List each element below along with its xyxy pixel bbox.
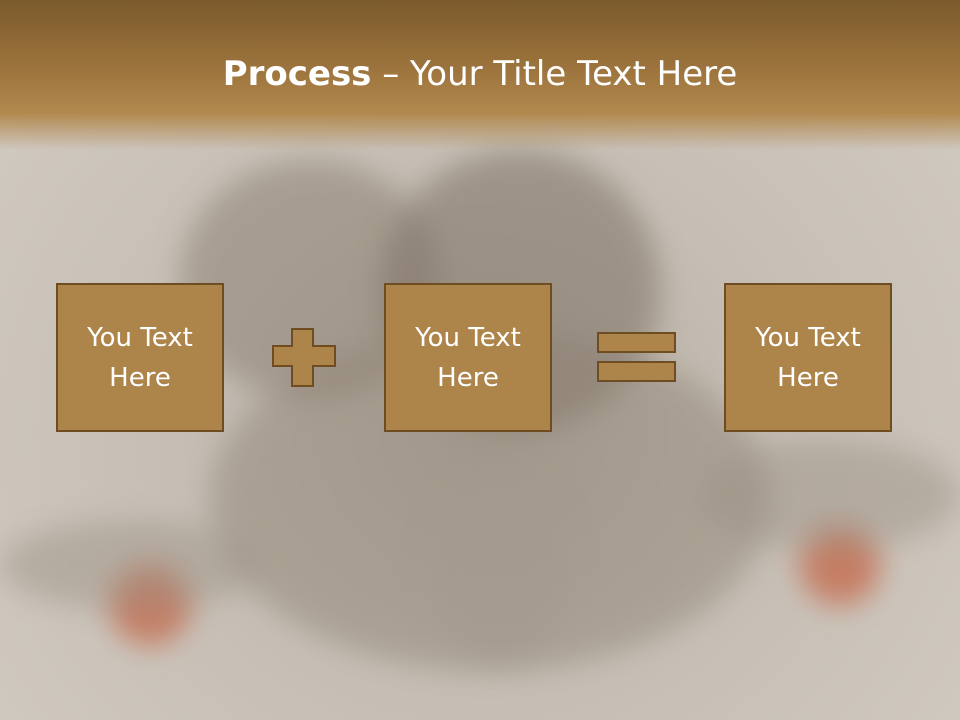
title-bold-text: Process xyxy=(222,54,372,94)
process-box-1[interactable]: You Text Here xyxy=(56,283,224,432)
slide-title: Process – Your Title Text Here xyxy=(0,52,960,96)
process-box-2[interactable]: You Text Here xyxy=(384,283,552,432)
process-box-1-text: You Text Here xyxy=(87,322,193,393)
header-band xyxy=(0,0,960,150)
process-box-3[interactable]: You Text Here xyxy=(724,283,892,432)
title-rest-text: – Your Title Text Here xyxy=(371,54,738,94)
process-box-3-text: You Text Here xyxy=(755,322,861,393)
process-box-2-text: You Text Here xyxy=(415,322,521,393)
